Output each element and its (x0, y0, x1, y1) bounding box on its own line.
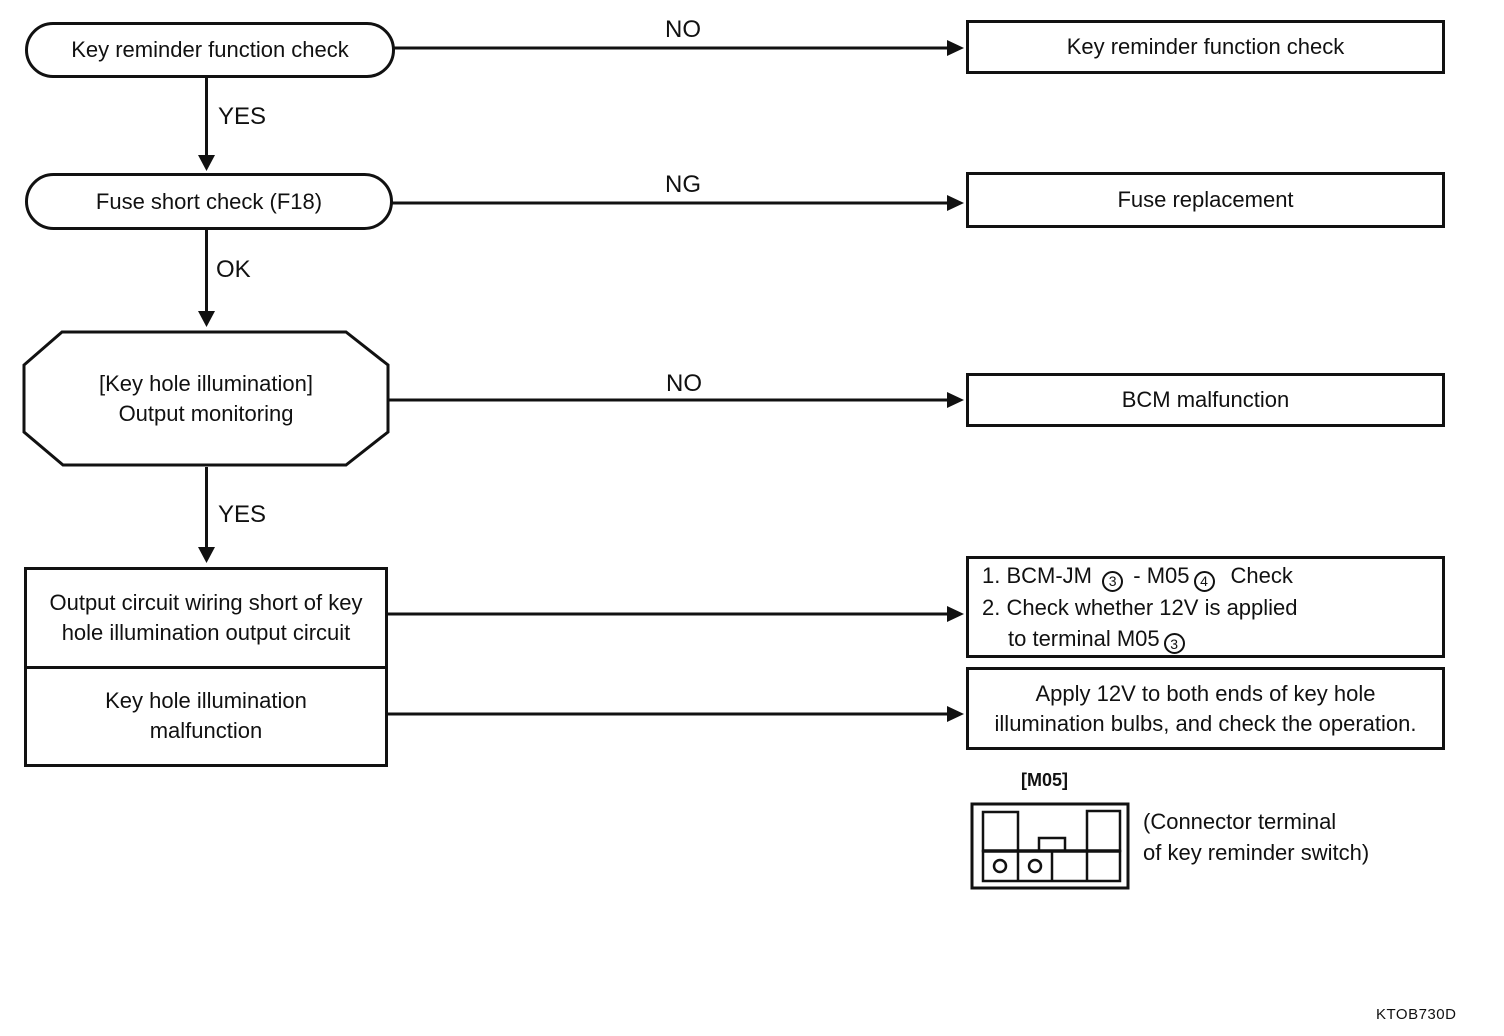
circled-3-icon: 3 (1163, 633, 1185, 654)
start-node-label: Key reminder function check (71, 37, 349, 62)
connector-caption: (Connector terminal of key reminder swit… (1143, 806, 1369, 868)
edge-apply-right (388, 706, 964, 722)
apply-12v-line1: Apply 12V to both ends of key hole (1035, 680, 1376, 706)
result-apply-12v: Apply 12V to both ends of key hole illum… (966, 667, 1445, 750)
edge-label-yes-2: YES (218, 501, 267, 528)
edge-ok-down (198, 230, 215, 327)
connector-caption-line1: (Connector terminal (1143, 809, 1337, 834)
output-monitoring-line1: [Key hole illumination] (98, 370, 313, 396)
edge-label-no-2: NO (666, 370, 702, 397)
edge-label-yes-1: YES (218, 103, 267, 130)
fuse-check-label: Fuse short check (F18) (95, 188, 323, 214)
m05-label: [M05] (1021, 770, 1069, 790)
fault-table: Output circuit wiring short of key hole … (24, 567, 388, 767)
wiring-short-line2: hole illumination output circuit (61, 619, 351, 645)
fuse-check-node: Fuse short check (F18) (25, 173, 393, 230)
output-monitoring-line2: Output monitoring (118, 400, 294, 426)
check-step-2-text: 2. Check whether 12V is applied (982, 594, 1298, 620)
start-node: Key reminder function check (25, 22, 395, 78)
edge-no-right-1 (394, 40, 964, 56)
illumination-malfunction-cell: Key hole illumination malfunction (27, 665, 385, 765)
check-step-1-post: Check (1230, 563, 1293, 588)
apply-12v-line2: illumination bulbs, and check the operat… (994, 710, 1417, 736)
wiring-short-line1: Output circuit wiring short of key (49, 589, 363, 615)
edge-yes-down-1 (198, 78, 215, 171)
check-step-2: 2. Check whether 12V is applied (982, 592, 1298, 623)
result-bcm-malfunction-label: BCM malfunction (1121, 387, 1290, 412)
doc-code: KTOB730D (1376, 1006, 1457, 1023)
output-monitoring-text: [Key hole illumination] Output monitorin… (22, 330, 390, 467)
connector-caption-line2: of key reminder switch) (1143, 840, 1370, 865)
edge-label-ng: NG (665, 171, 701, 198)
illumination-malfunction-line1: Key hole illumination (105, 688, 307, 714)
result-key-reminder-label: Key reminder function check (1066, 34, 1345, 59)
check-step-2b-text: to terminal M05 (1008, 625, 1160, 651)
edge-ng-right (392, 195, 964, 211)
illumination-malfunction-line2: malfunction (149, 718, 263, 744)
output-monitoring-node: [Key hole illumination] Output monitorin… (22, 330, 390, 467)
check-step-1-mid: - M05 (1133, 563, 1190, 588)
result-fuse-replacement: Fuse replacement (966, 172, 1445, 228)
edge-label-no-1: NO (665, 16, 701, 43)
edge-check-right (388, 606, 964, 622)
circled-3-icon: 3 (1102, 570, 1124, 592)
octagon-shape (22, 330, 390, 467)
result-key-reminder-check: Key reminder function check (966, 20, 1445, 74)
connector-terminal-diagram (970, 802, 1130, 890)
edge-no-right-2 (389, 392, 964, 408)
edge-yes-down-2 (198, 467, 215, 563)
circled-4-icon: 4 (1193, 570, 1215, 592)
result-fuse-replacement-label: Fuse replacement (1117, 187, 1294, 212)
wiring-short-cell: Output circuit wiring short of key hole … (27, 570, 385, 666)
check-step-1-pre: 1. BCM-JM (982, 563, 1092, 588)
edge-label-ok: OK (216, 256, 251, 283)
result-bcm-malfunction: BCM malfunction (966, 373, 1445, 427)
